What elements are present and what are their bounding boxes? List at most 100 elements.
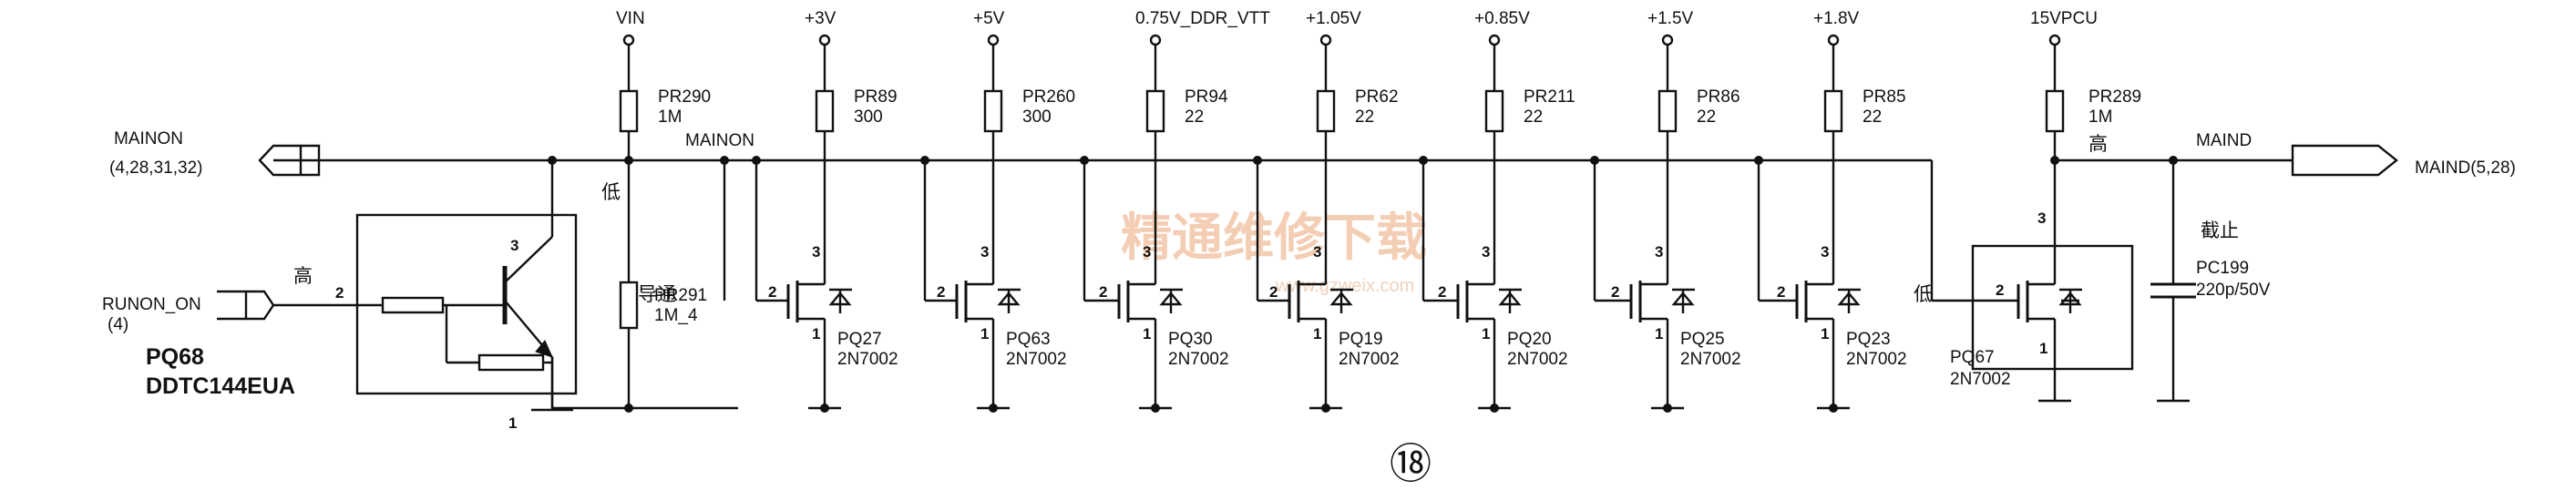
pq68-ref: PQ68 [146,344,204,370]
mainon-offpage-connector [258,144,321,177]
mosfet-pin-source: 1 [1143,325,1151,343]
mainon-connector-pages: (4,28,31,32) [109,158,202,178]
mosfet-pin-drain: 3 [1821,243,1829,261]
junction-dot [720,156,729,165]
mosfet-pin-source: 1 [980,325,989,343]
pq67-pin-source: 1 [2039,340,2047,357]
mosfet-ref: PQ30 [1168,330,1213,349]
mosfet-pin-source: 1 [1655,325,1663,343]
runon-connector-name: RUNON_ON [102,295,201,314]
mosfet-pin-drain: 3 [1482,243,1490,261]
mosfet-body-diode [828,288,852,313]
mosfet-part: 2N7002 [1339,350,1400,369]
rail-net-label: +1.5V [1647,9,1694,28]
pq68-bias-resistor [477,353,545,372]
bus-maind-label: MAIND [2196,131,2252,150]
pull-resistor-ref: PR86 [1697,87,1740,107]
rail-15vpcu-label: 15VPCU [2030,9,2098,28]
maind-connector-pages: MAIND(5,28) [2415,158,2516,178]
rail-terminal [1827,34,1840,46]
mosfet-pin-gate: 2 [1438,283,1446,301]
annotation-cutoff: 截止 [2201,220,2239,241]
mosfet-pin-gate: 2 [768,283,776,301]
pr290-ref: PR290 [658,87,711,107]
bus-mainon-label: MAINON [685,131,754,150]
mosfet-pin-drain: 3 [1655,243,1663,261]
annotation-high-maind: 高 [2089,134,2108,155]
mosfet-pin-source: 1 [1313,325,1321,343]
pull-resistor [1657,89,1678,133]
mosfet-part: 2N7002 [1168,350,1229,369]
mosfet-body-diode [997,288,1021,313]
mosfet-pin-drain: 3 [1313,243,1321,261]
rail-net-label: +1.8V [1813,9,1860,28]
mosfet-body-diode [1159,288,1183,313]
mosfet-ref: PQ20 [1507,330,1552,349]
mosfet-body-diode [1329,288,1353,313]
mosfet-pin-gate: 2 [1777,283,1785,301]
mosfet-pin-drain: 3 [1143,243,1151,261]
pq68-pin-collector: 3 [510,237,518,254]
rail-terminal [1488,34,1501,46]
rail-net-label: +1.05V [1306,9,1361,28]
pq68-base-resistor [381,296,445,314]
mosfet-body-diode [1498,288,1522,313]
mosfet-pin-gate: 2 [937,283,945,301]
pull-resistor-value: 300 [1022,107,1052,127]
pull-resistor-value: 300 [854,107,883,127]
mosfet-pin-drain: 3 [812,243,820,261]
watermark-text: 精通维修下载 [1121,209,1427,266]
pq67-package-outline [1971,244,2134,371]
pull-resistor-ref: PR211 [1524,87,1575,107]
pull-resistor [1823,89,1843,133]
pull-resistor-value: 22 [1185,107,1204,127]
pull-resistor [1484,89,1504,133]
rail-terminal [987,34,1000,46]
pull-resistor [1316,89,1336,133]
pull-resistor-ref: PR94 [1185,87,1228,107]
mosfet-ref: PQ27 [837,330,882,349]
mosfet-pin-gate: 2 [1611,283,1619,301]
pq67-part: 2N7002 [1950,370,2011,389]
rail-net-label: +5V [973,9,1005,28]
pr289-ref: PR289 [2089,87,2141,107]
annotation-low-pq67: 低 [1914,284,1933,305]
rail-15vpcu-terminal [2048,34,2061,46]
pq67-pin-gate: 2 [1996,281,2004,299]
pq68-part: DDTC144EUA [146,373,295,399]
rail-net-label: +3V [805,9,836,28]
annotation-conduct: 导通 [638,284,676,305]
mosfet-pin-source: 1 [1821,325,1829,343]
pr291-resistor [619,281,639,330]
watermark-url: www.gzweix.com [1275,276,1414,296]
pull-resistor [983,89,1003,133]
mosfet-pin-gate: 2 [1269,283,1278,301]
pull-resistor-value: 22 [1524,107,1543,127]
pq68-collector-leg [504,236,553,283]
rail-terminal [1149,34,1162,46]
rail-vin-label: VIN [616,9,645,28]
pr291-value: 1M_4 [654,306,698,325]
pull-resistor-ref: PR89 [854,87,898,107]
mosfet-part: 2N7002 [1680,350,1741,369]
mosfet-ref: PQ19 [1339,330,1383,349]
figure-number: ⑱ [1390,440,1432,487]
mosfet-pin-source: 1 [1482,325,1490,343]
annotation-low-vin: 低 [601,182,621,203]
pr290-value: 1M [658,107,682,127]
rail-terminal [1661,34,1674,46]
pc199-ref: PC199 [2196,259,2249,278]
pull-resistor-value: 22 [1355,107,1374,127]
pr291-ref: PR291 [654,286,707,305]
rail-terminal [1319,34,1332,46]
pr289-resistor [2045,89,2065,133]
pull-resistor-value: 22 [1863,107,1882,127]
mainon-connector-name: MAINON [114,129,183,148]
mosfet-part: 2N7002 [837,350,898,369]
pq68-pin-base: 2 [335,284,344,302]
mosfet-body-diode [1837,288,1861,313]
maind-offpage-connector [2291,144,2398,177]
pr290-resistor [619,89,639,133]
rail-net-label: +0.85V [1474,9,1530,28]
